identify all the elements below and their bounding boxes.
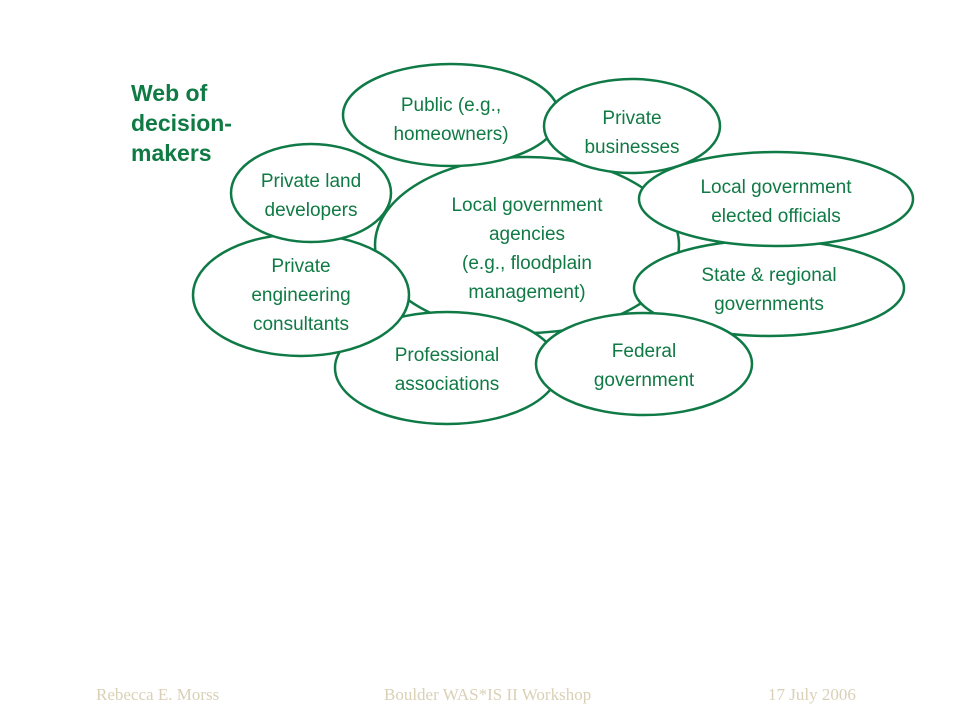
node-label-line: Local government (451, 195, 603, 216)
node-private-businesses: Private businesses (542, 77, 722, 175)
node-label-line: Federal (612, 341, 676, 362)
node-label-line: engineering (251, 285, 350, 306)
node-label-line: Public (e.g., (401, 95, 501, 116)
node-federal-government: Federal government (534, 311, 754, 417)
node-label-line: businesses (584, 137, 679, 158)
node-label-line: State & regional (701, 265, 836, 286)
node-label-line: management) (468, 282, 585, 303)
node-label-line: associations (395, 374, 500, 395)
node-public-homeowners: Public (e.g., homeowners) (341, 62, 561, 168)
node-label-line: government (594, 370, 695, 391)
title-line-2: decision- (131, 110, 232, 136)
title-line-1: Web of (131, 80, 208, 106)
node-label-line: elected officials (711, 206, 841, 227)
node-label-line: Private (271, 256, 330, 277)
footer-author: Rebecca E. Morss (96, 685, 220, 704)
node-label-line: (e.g., floodplain (462, 253, 592, 274)
node-label-line: Professional (395, 345, 500, 366)
node-private-engineering-consultants: Private engineering consultants (191, 232, 411, 358)
node-state-regional-governments: State & regional governments (632, 238, 906, 338)
node-label-line: developers (265, 200, 358, 221)
node-label-line: homeowners) (393, 124, 508, 145)
node-label-line: Private (602, 108, 661, 129)
title-line-3: makers (131, 140, 212, 166)
footer-event: Boulder WAS*IS II Workshop (384, 685, 592, 704)
node-label-line: governments (714, 294, 824, 315)
node-private-land-developers: Private land developers (229, 142, 393, 244)
footer-date: 17 July 2006 (768, 685, 856, 704)
node-local-government-elected-officials: Local government elected officials (637, 150, 915, 248)
node-label-line: Local government (700, 177, 852, 198)
node-label-line: agencies (489, 224, 565, 245)
node-label-line: consultants (253, 314, 349, 335)
node-local-government-agencies: Local government agencies (e.g., floodpl… (373, 155, 681, 335)
node-label-line: Private land (261, 171, 361, 192)
slide-title: Web of decision- makers (131, 78, 271, 168)
